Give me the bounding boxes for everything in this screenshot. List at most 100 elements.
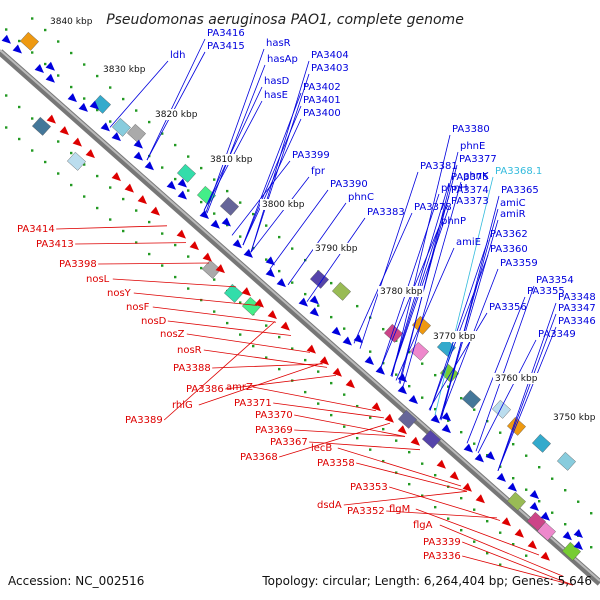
tick-dot bbox=[382, 459, 385, 463]
tick-dot bbox=[356, 404, 359, 408]
tick-dot bbox=[213, 212, 216, 215]
tick-dot bbox=[278, 235, 281, 239]
leader-line bbox=[380, 193, 440, 368]
tick-dot bbox=[135, 109, 138, 112]
tick-dot bbox=[5, 94, 8, 97]
tick-dot bbox=[226, 189, 229, 193]
tick-dot bbox=[161, 232, 164, 235]
tick-dot bbox=[512, 443, 515, 446]
gene-label-reverse: PA3414 bbox=[17, 224, 55, 235]
tick-dot bbox=[57, 140, 60, 143]
scale-label-bg bbox=[551, 412, 597, 423]
tick-dot bbox=[31, 51, 34, 54]
gene-arrow bbox=[202, 252, 212, 262]
label-leaders bbox=[56, 38, 574, 586]
gene-label-forward: PA3374 bbox=[451, 185, 489, 196]
tick-dot bbox=[577, 500, 580, 503]
leader-line bbox=[152, 306, 277, 323]
tick-dot bbox=[395, 373, 398, 376]
gene-label-forward: amiR bbox=[500, 209, 526, 220]
gene-label-forward: PA3354 bbox=[536, 275, 574, 286]
leader-line bbox=[475, 285, 535, 452]
gene-arrow bbox=[364, 356, 374, 366]
feature-box bbox=[506, 491, 526, 511]
gene-label-reverse: amrZ bbox=[226, 382, 253, 393]
tick-dot bbox=[57, 40, 60, 43]
tick-dot bbox=[525, 488, 528, 491]
tick-dot bbox=[174, 243, 177, 247]
tick-dot bbox=[31, 117, 34, 120]
leader-line bbox=[337, 447, 462, 487]
tick-dot bbox=[538, 466, 541, 469]
tick-dot bbox=[239, 333, 242, 336]
gene-label-reverse: PA3353 bbox=[350, 482, 388, 493]
gene-label-reverse: PA3368 bbox=[240, 452, 278, 463]
feature-box bbox=[383, 323, 403, 343]
scale-label: 3840 kbp bbox=[50, 17, 93, 27]
gene-arrow bbox=[331, 326, 341, 336]
gene-label-forward: PA3368.1 bbox=[495, 166, 542, 177]
leader-line bbox=[462, 541, 574, 586]
leader-line bbox=[429, 239, 489, 411]
gene-arrow bbox=[573, 528, 583, 538]
gene-label-forward: PA3375 bbox=[451, 172, 489, 183]
tick-dot bbox=[252, 212, 255, 216]
tick-dot bbox=[408, 384, 411, 388]
gene-arrow bbox=[232, 239, 242, 249]
gene-arrow bbox=[540, 511, 550, 521]
gene-arrow bbox=[371, 402, 381, 412]
scale-label-bg bbox=[260, 199, 306, 210]
feature-box bbox=[411, 315, 431, 335]
gene-label-reverse: flgM bbox=[389, 504, 410, 515]
gene-label-reverse: dsdA bbox=[317, 500, 342, 511]
gene-label-reverse: lecB bbox=[311, 443, 332, 454]
feature-box bbox=[531, 433, 551, 453]
leader-line bbox=[395, 247, 455, 381]
feature-box bbox=[491, 399, 511, 419]
tick-dot bbox=[499, 465, 502, 468]
tick-dot bbox=[590, 546, 593, 549]
gene-arrow bbox=[124, 183, 134, 193]
gene-label-forward: fpr bbox=[311, 166, 326, 177]
scale-label: 3820 kbp bbox=[155, 110, 198, 120]
gene-arrow bbox=[144, 161, 154, 171]
tick-dot bbox=[265, 356, 268, 359]
leader-line bbox=[163, 321, 276, 421]
tick-dot bbox=[252, 344, 255, 348]
tick-dot bbox=[343, 393, 346, 396]
gene-label-forward: PA3365 bbox=[501, 185, 539, 196]
tick-dot bbox=[5, 28, 8, 31]
feature-box bbox=[201, 259, 221, 279]
gene-label-reverse: PA3336 bbox=[423, 551, 461, 562]
gene-label-reverse: PA3370 bbox=[255, 410, 293, 421]
tick-dot bbox=[343, 327, 346, 330]
leader-line bbox=[242, 92, 302, 246]
gene-label-forward: PA3402 bbox=[303, 82, 341, 93]
leader-line bbox=[279, 422, 391, 458]
leader-line bbox=[250, 73, 310, 253]
leader-line bbox=[399, 151, 459, 385]
gene-arrow bbox=[298, 297, 308, 307]
gene-arrow bbox=[529, 502, 539, 512]
leader-line bbox=[167, 320, 292, 336]
tick-dot bbox=[200, 200, 203, 204]
gene-arrow bbox=[342, 336, 352, 346]
tick-dot bbox=[70, 85, 73, 89]
feature-box bbox=[536, 521, 556, 541]
tick-dot bbox=[265, 258, 268, 261]
gene-label-forward: PA3381 bbox=[420, 161, 458, 172]
gene-arrow bbox=[111, 132, 121, 142]
gene-label-reverse: nosD bbox=[141, 316, 167, 327]
leader-line bbox=[434, 176, 494, 416]
gene-label-forward: phnK bbox=[463, 171, 489, 182]
gene-arrow bbox=[319, 356, 329, 366]
tick-dot bbox=[83, 195, 86, 198]
tick-dot bbox=[239, 201, 242, 204]
leader-line bbox=[439, 524, 564, 577]
tick-dot bbox=[421, 494, 424, 497]
leader-line bbox=[56, 225, 168, 230]
gene-arrow bbox=[430, 414, 440, 424]
feature-box bbox=[31, 116, 51, 136]
tick-dot bbox=[395, 471, 398, 474]
gene-arrow bbox=[100, 122, 110, 132]
